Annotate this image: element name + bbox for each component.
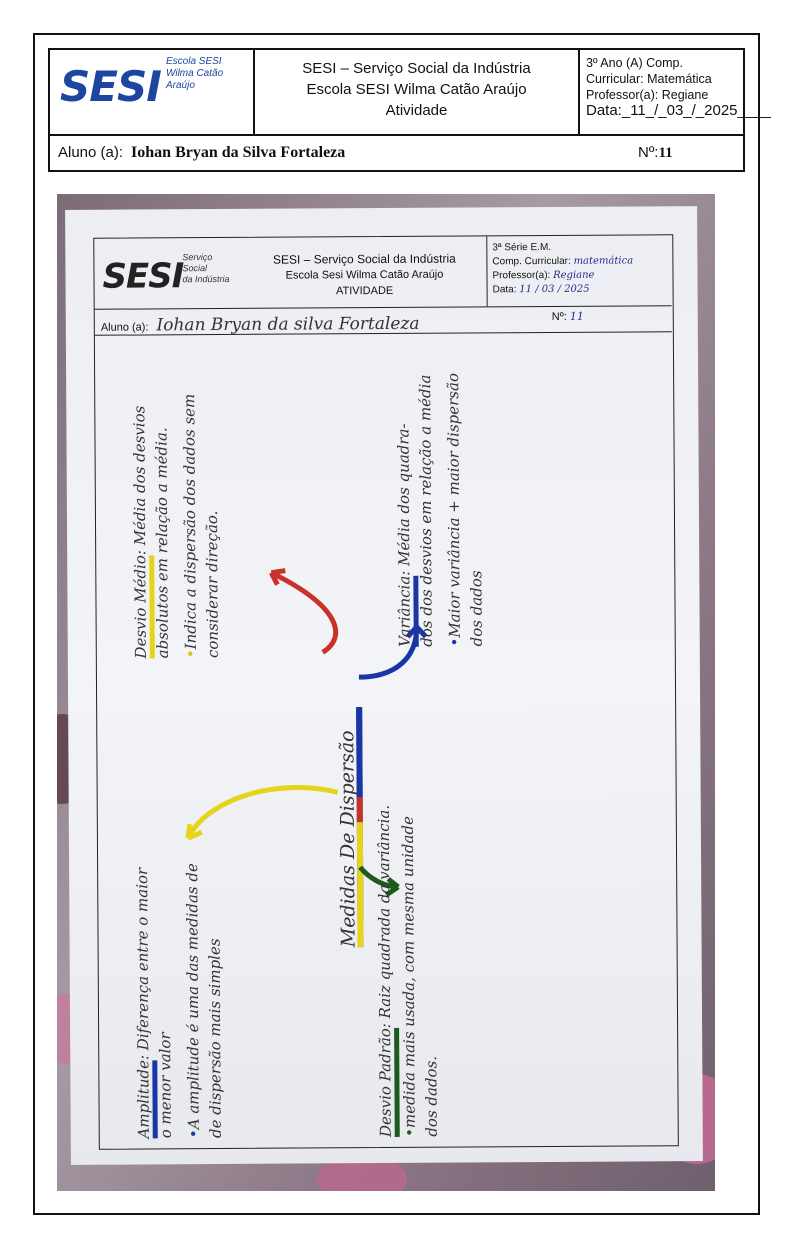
number-label: Nº: [638, 144, 659, 161]
arrow-to-variancia [358, 626, 420, 680]
grade: 3º Ano (A) Comp. [586, 56, 683, 70]
desvio-medio-line: considerar direção. [202, 510, 222, 659]
header-title: SESI – Serviço Social da Indústria Escol… [255, 50, 580, 134]
center-highlight-blue-top [356, 707, 363, 798]
student-name: Iohan Bryan da Silva Fortaleza [131, 144, 346, 161]
bullet-icon: • [181, 649, 200, 659]
bullet-icon: • [184, 1129, 203, 1139]
variancia-line: dos dos desvios em relação a média [416, 374, 436, 647]
amplitude-line: o menor valor [156, 1032, 175, 1139]
desvio-padrao-line: dos dados. [422, 1055, 441, 1137]
page-frame [33, 33, 760, 1215]
desvio-medio-line: absolutos em relação a média. [152, 427, 172, 659]
sesi-logo-word: SESI [60, 62, 162, 111]
desvio-padrao-title: Desvio Padrão: Raiz quadrada da variânci… [374, 805, 400, 1137]
student-number: 11 [658, 145, 673, 161]
header-info: 3º Ano (A) Comp. Curricular: Matemática … [580, 50, 771, 134]
amplitude-bullet: •A amplitude é uma das medidas de [183, 863, 203, 1139]
sesi-logo-subtitle: Escola SESI Wilma Catão Araújo [166, 56, 224, 91]
arrow-to-desvio-medio [270, 570, 339, 655]
date: Data:_11_/_03_/_2025____ [586, 102, 771, 119]
bullet-icon: • [400, 1127, 419, 1137]
arrow-to-amplitude [185, 785, 339, 840]
variancia-bullet: •Maior variância + maior dispersão [444, 373, 464, 647]
desvio-medio-bullet: •Indica a dispersão dos dados sem [180, 393, 200, 659]
desvio-padrao-bullet: •medida mais usada, com mesma unidade [398, 816, 419, 1137]
variancia-line: dos dados [467, 570, 486, 647]
desvio-medio-title: Desvio Médio: Média dos desvios [129, 406, 155, 659]
activity-photo: SESI Serviço Social da Indústria SESI – … [57, 194, 715, 1191]
mindmap-center: Medidas De Dispersão [336, 730, 360, 948]
bullet-icon: • [445, 637, 464, 647]
center-highlight-yellow [356, 822, 364, 948]
mindmap-connectors [185, 568, 428, 948]
student-row: Aluno (a): Iohan Bryan da Silva Fortaleza… [50, 134, 743, 170]
student-label: Aluno (a): [58, 144, 124, 161]
variancia-title: Variância: Média dos quadra- [393, 423, 419, 647]
amplitude-title: Amplitude: Diferença entre o maior [132, 868, 158, 1139]
sheet-border: SESI Serviço Social da Indústria SESI – … [93, 234, 679, 1150]
document-header: SESI Escola SESI Wilma Catão Araújo SESI… [48, 48, 771, 172]
subject: Curricular: Matemática [586, 72, 712, 86]
activity-sheet: SESI Serviço Social da Indústria SESI – … [65, 206, 703, 1165]
teacher: Professor(a): Regiane [586, 88, 709, 102]
school-logo: SESI Escola SESI Wilma Catão Araújo [50, 50, 255, 134]
amplitude-line: de dispersão mais simples [205, 938, 225, 1139]
